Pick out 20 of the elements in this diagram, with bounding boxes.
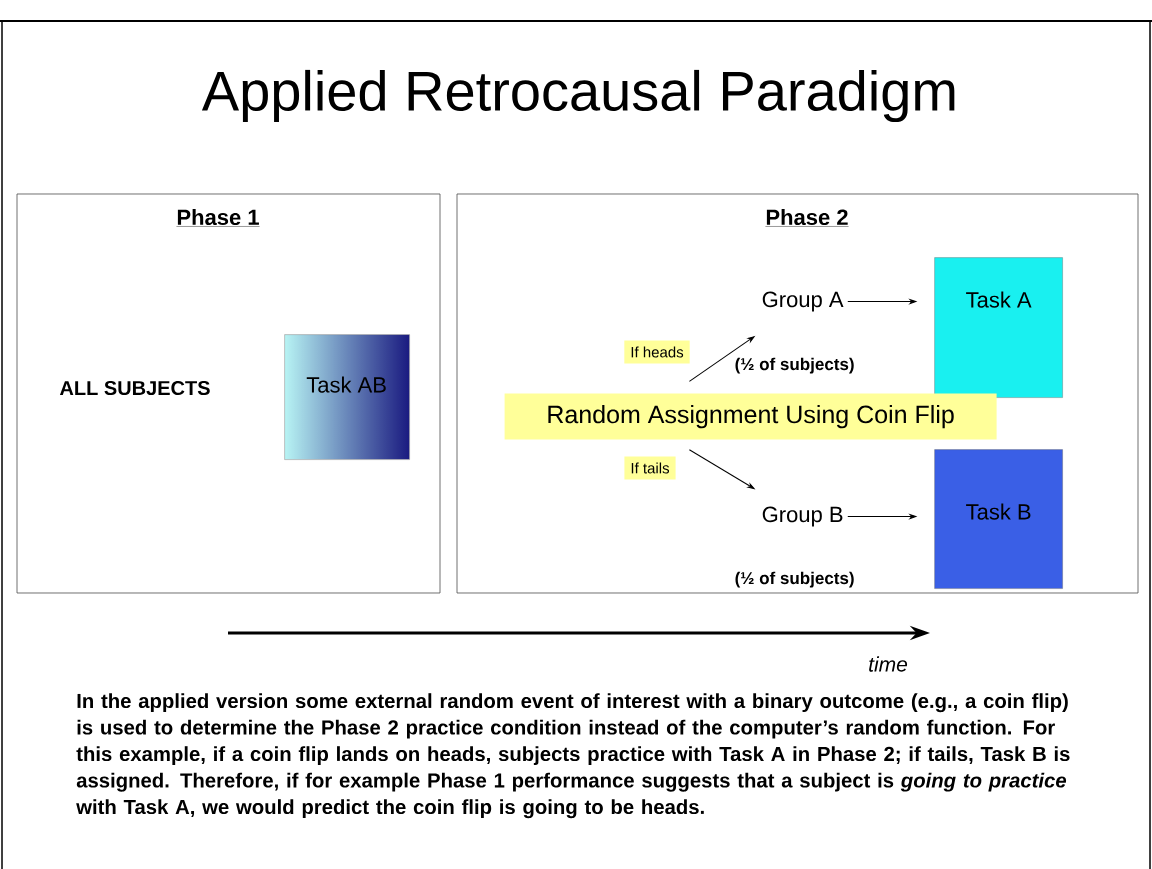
task-box: Task A — [934, 257, 1063, 398]
group-label: Group B — [762, 506, 843, 527]
axis-label: time — [869, 656, 908, 672]
group-size-note: (½ of subjects) — [735, 357, 854, 374]
caption-text: In the applied version some external random event of interest with a binary outcome (e.g., a coin flip) is used to determine the Phase 2 practice condition instead of the computer’s random function. For this example, if a coin flip lands on heads, subjects practice with Task A in Phase 2; if tails, Task B is assigned. Therefore, if for example Phase 1 performance suggests that a subject is going to practice with Task A, we would predict the coin flip is going to be heads. — [76, 693, 1070, 819]
arrow — [688, 449, 755, 490]
panel-heading: Phase 2 — [765, 208, 849, 227]
group-size-note: (½ of subjects) — [735, 571, 854, 588]
assignment-box: Random Assignment Using Coin Flip — [504, 393, 997, 440]
group-label: ALL SUBJECTS — [59, 380, 210, 396]
group-label: Group A — [762, 291, 844, 312]
arrow — [847, 299, 917, 304]
panel-heading: Phase 1 — [176, 208, 260, 227]
edge-label: If tails — [624, 456, 676, 480]
arrow — [847, 514, 917, 519]
task-box: Task AB — [284, 334, 410, 460]
arrow — [688, 336, 755, 382]
task-box: Task B — [934, 449, 1063, 589]
title: Applied Retrocausal Paradigm — [201, 69, 955, 123]
edge-label: If heads — [624, 340, 690, 364]
